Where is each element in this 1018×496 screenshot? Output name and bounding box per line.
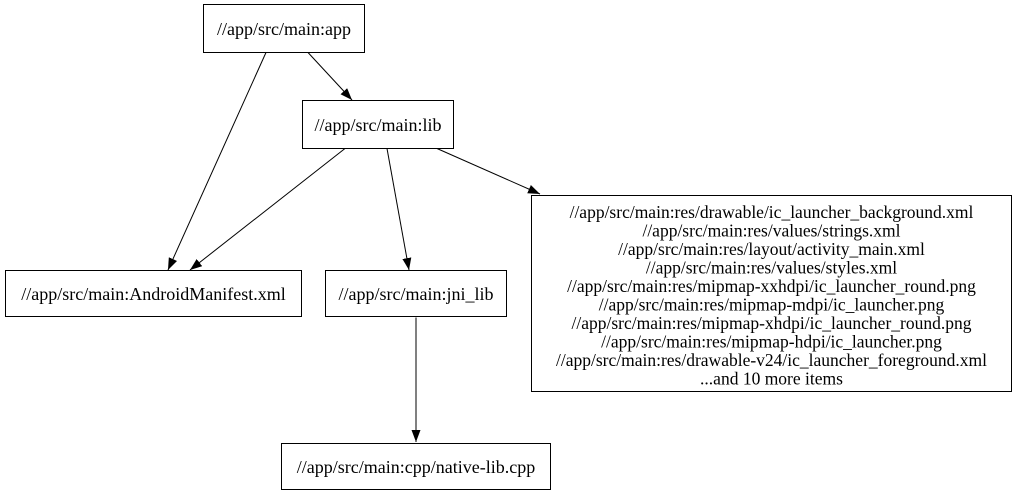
res-group-line: ...and 10 more items — [700, 369, 843, 389]
node-app-box — [203, 4, 365, 53]
edge-lib-to-res-group — [436, 148, 541, 195]
node-native-lib-box — [281, 443, 551, 490]
res-group-line: //app/src/main:res/layout/activity_main.… — [618, 239, 925, 259]
node-lib: //app/src/main:lib — [302, 100, 454, 149]
node-jni-lib: //app/src/main:jni_lib — [325, 270, 507, 317]
node-jni-lib-label: //app/src/main:jni_lib — [339, 284, 494, 304]
edge-lib-to-jni-lib — [386, 148, 412, 271]
node-lib-box — [302, 100, 454, 149]
res-group-line: //app/src/main:res/mipmap-hdpi/ic_launch… — [601, 332, 942, 352]
node-lib-label: //app/src/main:lib — [315, 115, 442, 135]
res-group-line: //app/src/main:res/values/strings.xml — [642, 221, 900, 241]
node-native-lib-label: //app/src/main:cpp/native-lib.cpp — [297, 457, 535, 477]
res-group-line: //app/src/main:res/drawable/ic_launcher_… — [570, 202, 974, 222]
node-android-manifest: //app/src/main:AndroidManifest.xml — [5, 270, 302, 317]
edge-app-to-lib — [307, 52, 353, 101]
edge-lib-to-android-manifest — [189, 148, 346, 271]
node-app: //app/src/main:app — [203, 4, 365, 53]
res-group-line: //app/src/main:res/mipmap-xhdpi/ic_launc… — [572, 313, 972, 333]
node-native-lib: //app/src/main:cpp/native-lib.cpp — [281, 443, 551, 490]
edge-app-to-android-manifest — [167, 52, 267, 271]
node-android-manifest-box — [5, 270, 302, 317]
node-android-manifest-label: //app/src/main:AndroidManifest.xml — [21, 284, 285, 304]
node-res-group-box — [531, 195, 1012, 392]
res-group-line: //app/src/main:res/mipmap-xxhdpi/ic_laun… — [567, 276, 976, 296]
node-jni-lib-box — [325, 270, 507, 317]
node-res-group: //app/src/main:res/drawable/ic_launcher_… — [531, 195, 1012, 392]
node-app-label: //app/src/main:app — [217, 19, 351, 39]
res-group-line: //app/src/main:res/values/styles.xml — [646, 258, 897, 278]
res-group-line: //app/src/main:res/drawable-v24/ic_launc… — [556, 350, 987, 370]
res-group-line: //app/src/main:res/mipmap-mdpi/ic_launch… — [599, 295, 945, 315]
